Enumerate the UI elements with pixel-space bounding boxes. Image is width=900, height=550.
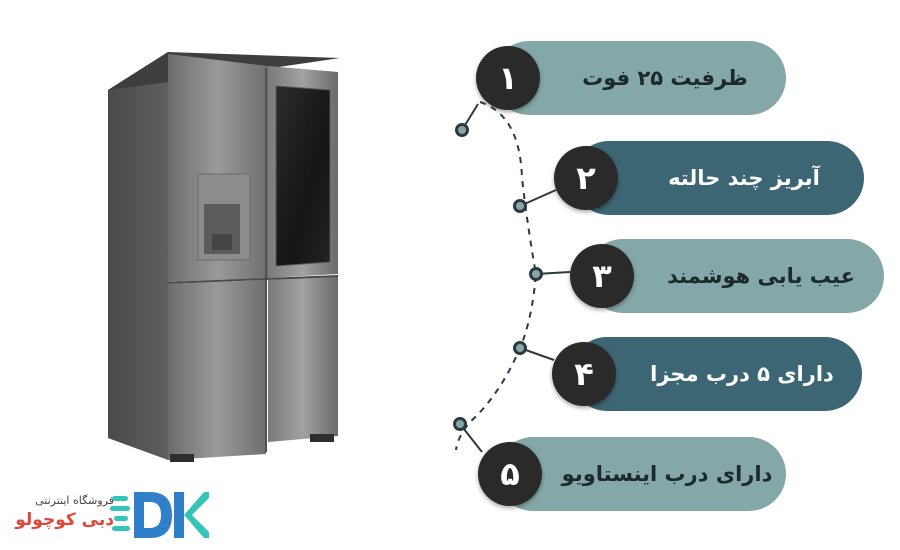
feature-label-5: دارای درب اینستاویو [561, 462, 773, 486]
feature-pill-4: دارای ۵ درب مجزا [570, 337, 862, 411]
feature-label-4: دارای ۵ درب مجزا [650, 362, 834, 386]
refrigerator-image [108, 52, 340, 462]
brand-name: دبی کوچولو [15, 510, 114, 530]
feature-pill-1: ظرفیت ۲۵ فوت [492, 41, 786, 115]
feature-number-2: ۲ [554, 146, 618, 210]
feature-number-1: ۱ [476, 46, 540, 110]
feature-pill-3: عیب یابی هوشمند [586, 239, 884, 313]
feature-number-3: ۳ [570, 244, 634, 308]
dk-logo-icon [110, 492, 209, 538]
feature-label-2: آبریز چند حالته [668, 166, 820, 190]
feature-number-5: ۵ [478, 442, 542, 506]
feature-label-3: عیب یابی هوشمند [667, 264, 855, 288]
feature-pill-5: دارای درب اینستاویو [496, 437, 786, 511]
connector-dot-4 [513, 341, 527, 355]
connector-dot-2 [513, 199, 527, 213]
feature-label-1: ظرفیت ۲۵ فوت [582, 66, 748, 90]
connector-dot-5 [453, 417, 467, 431]
feature-number-4: ۴ [552, 342, 616, 406]
feature-pill-2: آبریز چند حالته [572, 141, 864, 215]
connector-dot-1 [455, 123, 469, 137]
brand-tagline: فروشگاه اینترنتی [35, 494, 114, 507]
connector-dot-3 [529, 267, 543, 281]
